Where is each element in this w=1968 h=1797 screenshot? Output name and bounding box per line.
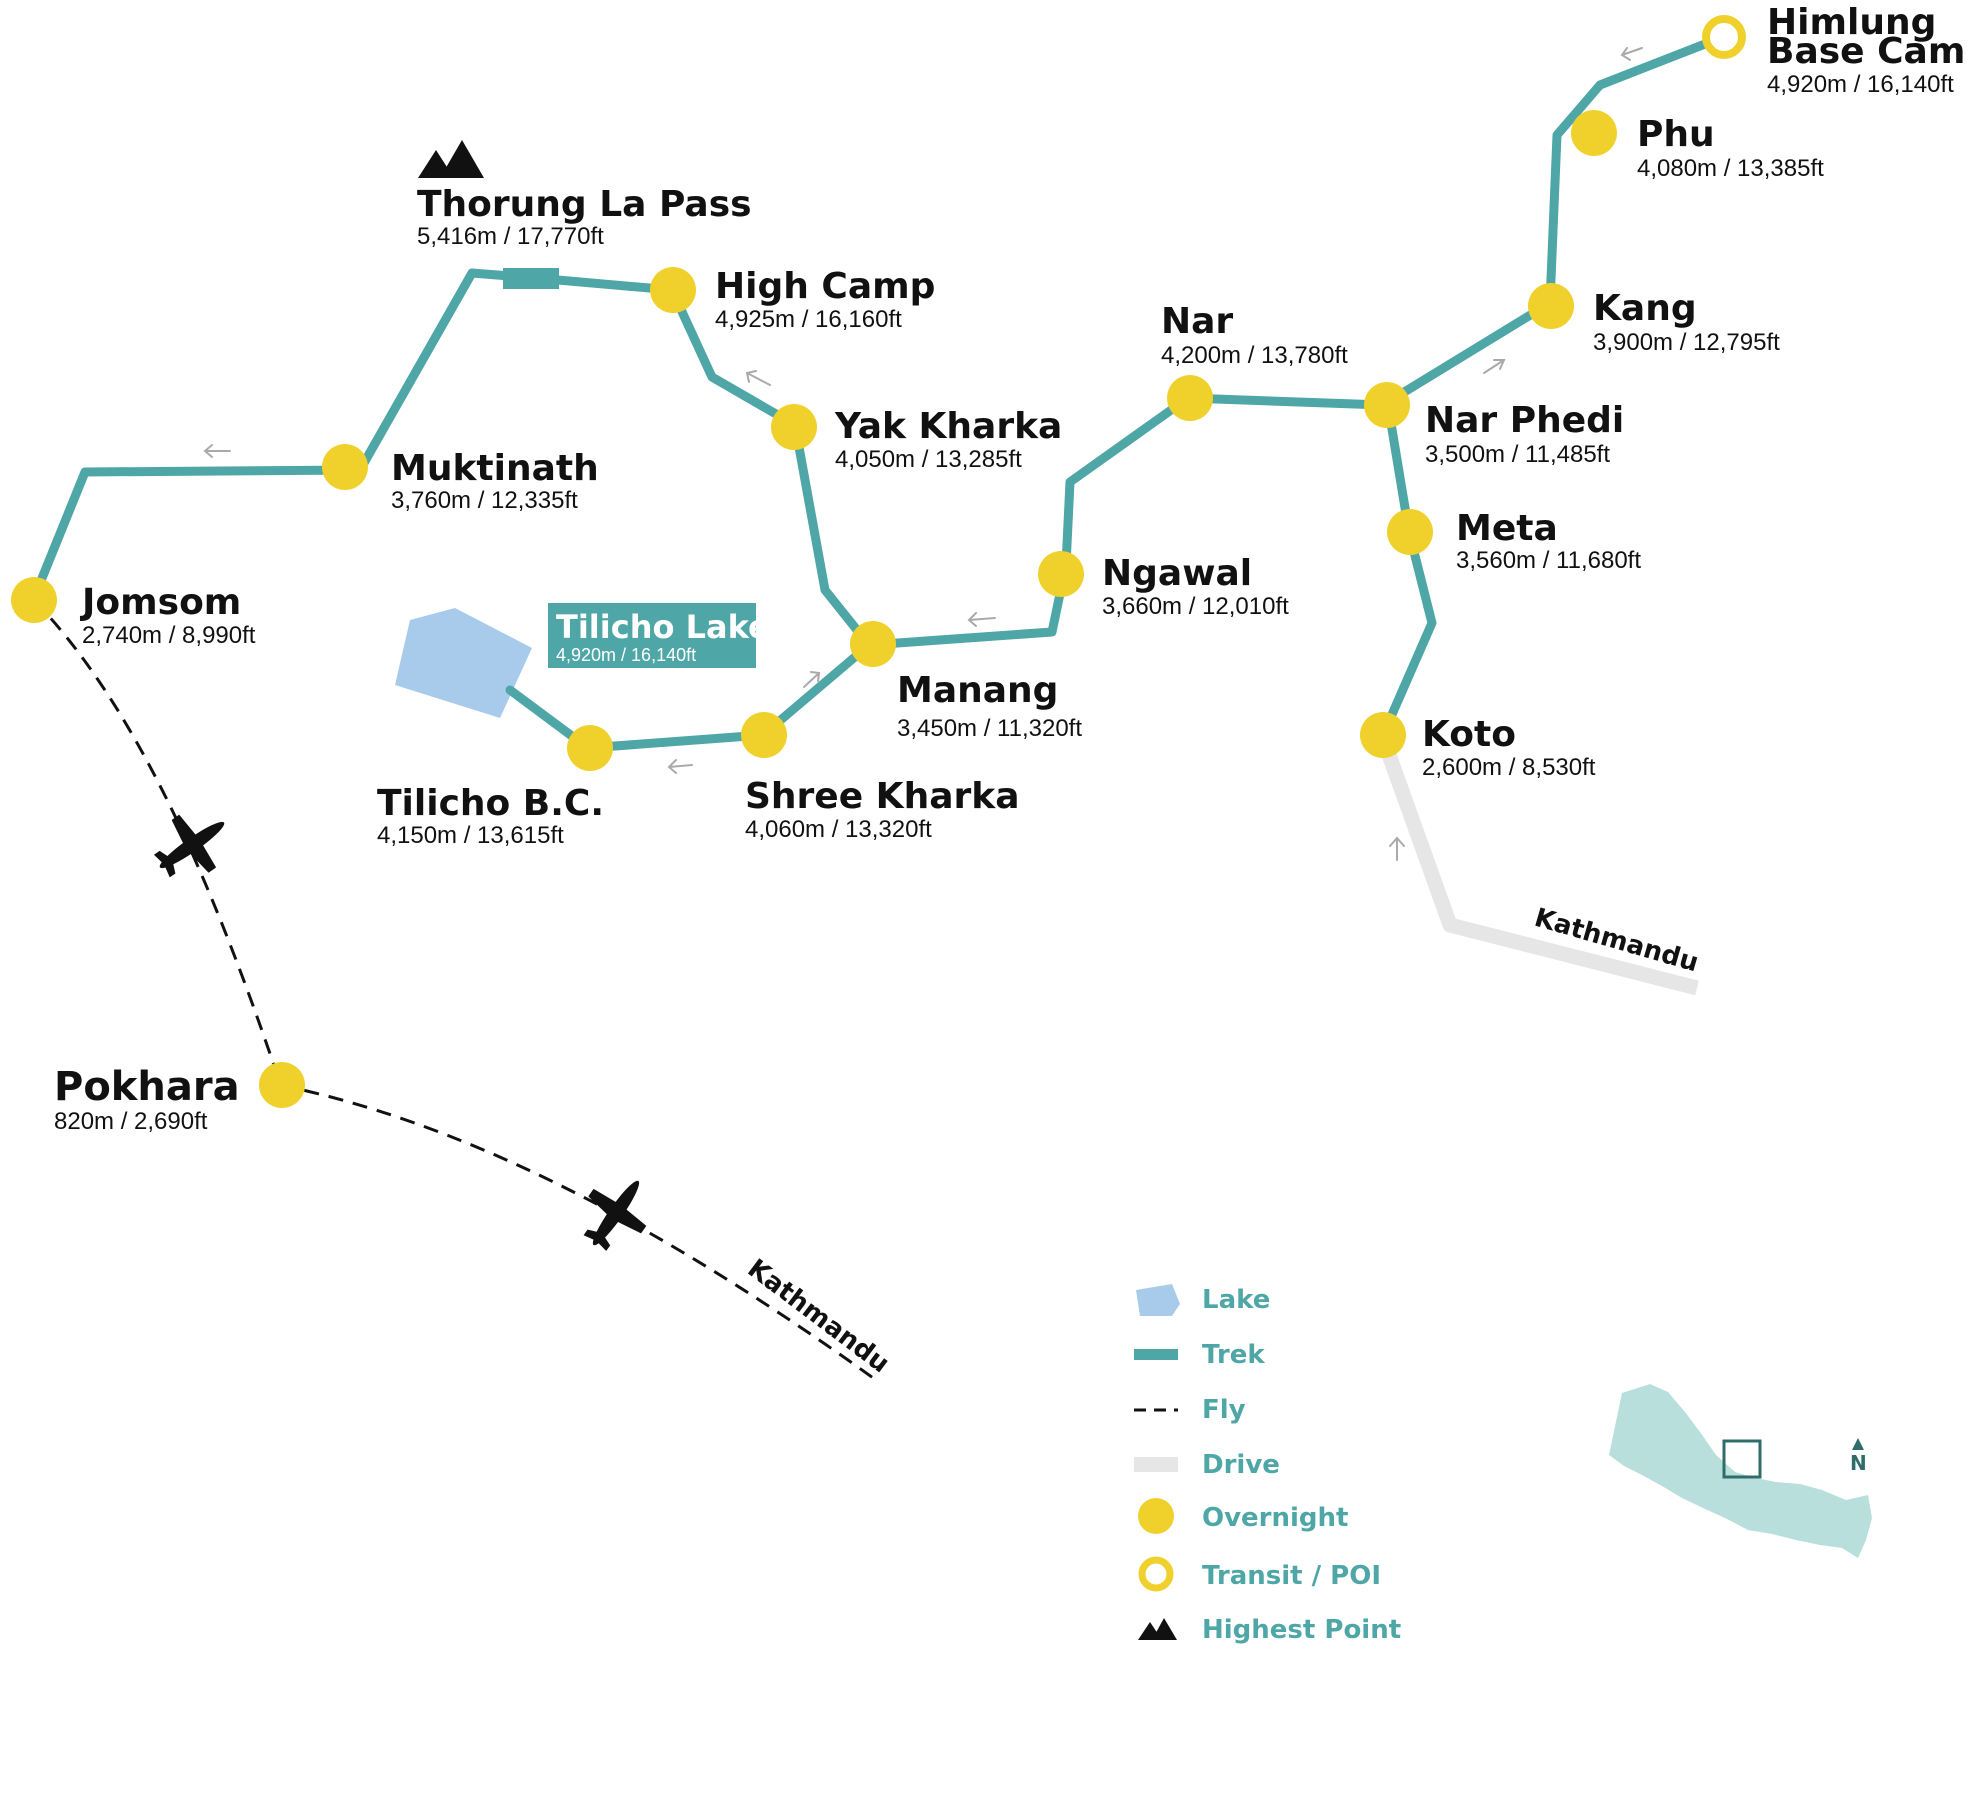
koto-name: Koto — [1422, 714, 1516, 755]
pokhara-altitude: 820m / 2,690ft — [54, 1108, 208, 1135]
trek-route-koto-narphedi — [1378, 400, 1437, 740]
tilicho-lake-altitude: 4,920m / 16,140ft — [556, 645, 696, 665]
tilicho-bc-name: Tilicho B.C. — [377, 783, 604, 824]
fly-origin-label: Kathmandu — [742, 1254, 895, 1380]
inset-location-box — [1722, 1439, 1762, 1479]
pokhara-name: Pokhara — [54, 1064, 240, 1110]
legend-highest-point-icon — [1138, 1618, 1177, 1640]
stop-marker-koto[interactable] — [1360, 712, 1406, 758]
manang-name: Manang — [897, 670, 1058, 711]
inset-country-map: N — [1609, 1384, 1872, 1558]
kang-name: Kang — [1593, 288, 1697, 329]
arrow-icon — [203, 444, 231, 458]
muktinath-name: Muktinath — [391, 448, 599, 489]
kang-altitude: 3,900m / 12,795ft — [1593, 329, 1780, 356]
stop-marker-manang[interactable] — [850, 621, 896, 667]
plane-icon — [153, 814, 225, 878]
stop-marker-nar-phedi[interactable] — [1364, 382, 1410, 428]
legend-fly-label: Fly — [1202, 1395, 1246, 1425]
stop-marker-high-camp[interactable] — [650, 267, 696, 313]
legend-transit-label: Transit / POI — [1202, 1561, 1381, 1591]
phu-altitude: 4,080m / 13,385ft — [1637, 155, 1824, 182]
stop-marker-yak-kharka[interactable] — [771, 404, 817, 450]
nar-name: Nar — [1161, 301, 1233, 342]
arrow-icon — [1389, 836, 1405, 861]
thorung-altitude: 5,416m / 17,770ft — [417, 223, 604, 250]
legend: Lake Trek Fly Drive Overnight Transit / … — [1134, 1284, 1401, 1645]
stop-marker-tilicho-bc[interactable] — [567, 725, 613, 771]
legend-lake-label: Lake — [1202, 1285, 1270, 1315]
high-camp-altitude: 4,925m / 16,160ft — [715, 306, 902, 333]
legend-transit-icon — [1138, 1556, 1174, 1592]
phu-name: Phu — [1637, 114, 1715, 155]
ngawal-altitude: 3,660m / 12,010ft — [1102, 593, 1289, 620]
stop-marker-muktinath[interactable] — [322, 444, 368, 490]
legend-drive-icon — [1134, 1457, 1178, 1472]
tilicho-lake-label-box — [548, 603, 756, 668]
manang-altitude: 3,450m / 11,320ft — [897, 715, 1082, 742]
shree-kharka-name: Shree Kharka — [745, 776, 1019, 817]
arrow-icon — [803, 671, 821, 688]
flight-path-pokhara-kathmandu — [279, 1083, 877, 1382]
stop-marker-nar[interactable] — [1167, 375, 1213, 421]
tilicho-lake-name: Tilicho Lake — [556, 608, 770, 646]
legend-trek-label: Trek — [1202, 1340, 1265, 1370]
legend-trek-icon — [1134, 1349, 1178, 1360]
tilicho-bc-altitude: 4,150m / 13,615ft — [377, 822, 564, 849]
thorung-name: Thorung La Pass — [417, 184, 752, 225]
muktinath-altitude: 3,760m / 12,335ft — [391, 487, 578, 514]
stop-marker-ngawal[interactable] — [1038, 551, 1084, 597]
legend-lake-icon — [1136, 1284, 1180, 1316]
tilicho-lake-shape — [395, 608, 532, 718]
legend-highest-point-label: Highest Point — [1202, 1615, 1401, 1645]
legend-drive-label: Drive — [1202, 1450, 1280, 1480]
himlung-name: Himlung — [1767, 2, 1936, 43]
jomsom-name: Jomsom — [79, 582, 241, 623]
north-label: N — [1850, 1451, 1867, 1475]
meta-altitude: 3,560m / 11,680ft — [1456, 547, 1641, 574]
arrow-icon — [1483, 359, 1506, 374]
stop-marker-shree-kharka[interactable] — [741, 712, 787, 758]
flight-path-jomsom-pokhara — [32, 598, 282, 1084]
north-arrow-icon — [1852, 1438, 1864, 1450]
stop-marker-meta[interactable] — [1387, 509, 1433, 555]
nar-phedi-name: Nar Phedi — [1425, 400, 1624, 441]
ngawal-name: Ngawal — [1102, 553, 1252, 594]
arrow-icon — [1620, 47, 1643, 61]
trek-route-tilicho — [505, 640, 874, 753]
himlung-name-line2: Base Camp — [1767, 31, 1968, 72]
plane-icon — [583, 1180, 647, 1252]
legend-overnight-label: Overnight — [1202, 1503, 1348, 1533]
nar-altitude: 4,200m / 13,780ft — [1161, 342, 1348, 369]
shree-kharka-altitude: 4,060m / 13,320ft — [745, 816, 932, 843]
direction-arrows — [203, 47, 1643, 861]
nar-phedi-altitude: 3,500m / 11,485ft — [1425, 441, 1610, 468]
arrow-icon — [745, 370, 771, 386]
thorung-pass-marker — [503, 268, 559, 289]
himlung-altitude: 4,920m / 16,140ft — [1767, 71, 1954, 98]
stop-marker-jomsom[interactable] — [11, 577, 57, 623]
arrow-icon — [967, 612, 996, 627]
stop-marker-phu[interactable] — [1571, 110, 1617, 156]
yak-kharka-altitude: 4,050m / 13,285ft — [835, 446, 1022, 473]
meta-name: Meta — [1456, 508, 1558, 549]
arrow-icon — [667, 759, 693, 774]
country-shape — [1609, 1384, 1872, 1558]
jomsom-altitude: 2,740m / 8,990ft — [82, 622, 256, 649]
legend-overnight-icon — [1138, 1498, 1174, 1534]
high-camp-name: High Camp — [715, 266, 935, 307]
stop-marker-pokhara[interactable] — [259, 1062, 305, 1108]
mountain-icon — [418, 140, 484, 178]
stop-marker-kang[interactable] — [1528, 283, 1574, 329]
drive-road — [1375, 735, 1699, 996]
koto-altitude: 2,600m / 8,530ft — [1422, 754, 1596, 781]
yak-kharka-name: Yak Kharka — [834, 406, 1062, 447]
stop-marker-himlung[interactable] — [1702, 15, 1746, 59]
